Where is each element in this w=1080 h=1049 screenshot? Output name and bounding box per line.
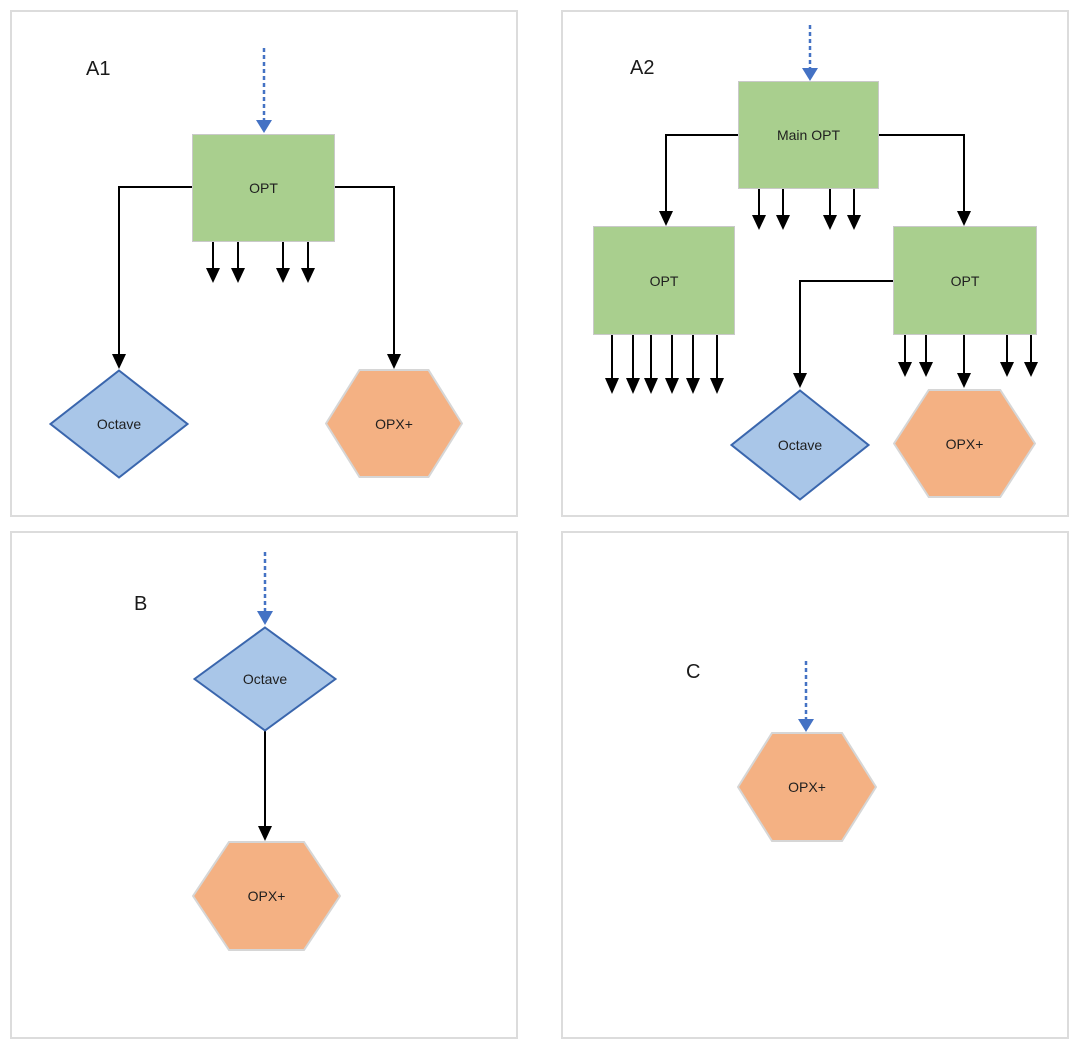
a2-left-opt-rect: OPT (593, 226, 735, 335)
a2-connector-main-to-left-opt (659, 134, 740, 226)
a1-connector-opt-to-octave (112, 186, 194, 369)
a1-opt-output-arrows (206, 242, 315, 283)
panel-a2-label: A2 (630, 57, 655, 79)
panel-b-label: B (134, 593, 148, 615)
a2-opx-hexagon: OPX+ (893, 389, 1036, 498)
a1-octave-diamond: Octave (49, 369, 189, 479)
a2-right-opt-label: OPT (950, 272, 980, 289)
a2-left-opt-label: OPT (649, 272, 679, 289)
b-connector-octave-to-opx (258, 731, 272, 841)
a2-octave-diamond: Octave (730, 389, 870, 501)
panel-a1-label: A1 (86, 58, 111, 80)
a2-right-opt-rect: OPT (893, 226, 1037, 335)
a1-opt-label: OPT (249, 180, 278, 196)
b-input-dashed-arrow (257, 552, 273, 625)
panel-c-label: C (686, 661, 701, 683)
a1-input-dashed-arrow (256, 48, 272, 133)
a1-opt-rect: OPT (192, 134, 335, 242)
a1-connector-opt-to-opx (333, 186, 401, 369)
b-octave-diamond: Octave (193, 626, 337, 732)
c-input-dashed-arrow (798, 661, 814, 732)
a2-main-opt-rect: Main OPT (738, 81, 879, 189)
a2-main-opt-label: Main OPT (776, 127, 840, 143)
c-opx-hexagon: OPX+ (737, 732, 877, 842)
b-opx-hexagon: OPX+ (192, 841, 341, 951)
a2-connector-right-opt-to-octave (793, 280, 895, 388)
a2-left-opt-output-arrows (605, 335, 724, 394)
a1-opx-hexagon: OPX+ (325, 369, 463, 478)
a2-connector-main-to-right-opt (877, 134, 971, 226)
a2-input-dashed-arrow (802, 25, 818, 81)
a2-right-opt-output-arrows (898, 335, 1038, 388)
a2-main-opt-output-arrows (752, 189, 861, 230)
